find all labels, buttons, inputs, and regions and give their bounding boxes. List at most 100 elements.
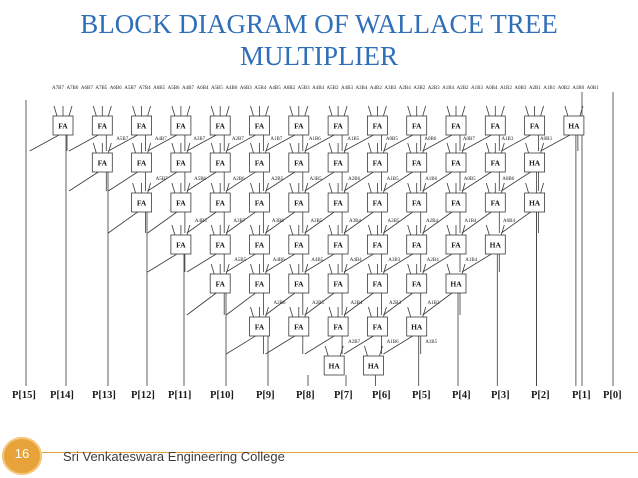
full-adder: FA [209,234,231,255]
full-adder: FA [445,115,467,136]
full-adder: FA [406,273,428,294]
output-label: P[2] [531,390,550,401]
adder-label: FA [137,122,147,131]
input-label: A0B3 [514,86,526,91]
full-adder: FA [170,152,192,173]
full-adder: FA [327,152,349,173]
full-adder: FA [170,234,192,255]
half-adder: HA [323,355,345,376]
adder-label: FA [255,159,265,168]
output-label: P[5] [412,390,431,401]
input-label: A0B1 [587,86,599,91]
partial-product-label: A2B6 [233,177,245,182]
partial-product-label: A1B4 [465,258,477,263]
full-adder: FA [366,273,388,294]
output-label: P[8] [296,390,315,401]
partial-product-label: A2B7 [348,340,360,345]
partial-product-label: A3B4 [349,219,361,224]
input-label: A6B7 [81,86,93,91]
partial-product-label: A4B7 [155,137,167,142]
adder-label: FA [412,280,422,289]
partial-product-label: A1B6 [309,137,321,142]
partial-product-label: A3B7 [233,219,245,224]
adder-label: HA [568,122,580,131]
partial-product-label: A4B4 [350,258,362,263]
partial-product-label: A3B7 [193,137,205,142]
adder-label: FA [451,241,461,250]
half-adder: HA [445,273,467,294]
input-label: A4B3 [341,86,353,91]
full-adder: FA [524,115,545,136]
partial-product-label: A3B6 [272,219,284,224]
input-label: A1B0 [572,86,584,91]
input-label: A0B2 [558,86,570,91]
full-adder: FA [406,115,428,136]
half-adder: HA [484,234,506,255]
adder-label: FA [137,199,147,208]
output-label: P[0] [603,390,622,401]
adder-label: FA [412,241,422,250]
wiring [25,92,614,386]
adder-label: FA [255,199,265,208]
input-label: A4B2 [370,86,382,91]
adder-label: HA [450,280,462,289]
adder-label: FA [451,199,461,208]
partial-product-label: A0B7 [463,137,475,142]
adder-label: FA [333,159,343,168]
full-adder: FA [406,152,428,173]
output-label: P[10] [210,390,234,401]
full-adder: FA [445,152,467,173]
page-number-badge: 16 [2,437,42,475]
input-label: A7B5 [95,86,107,91]
full-adder: FA [445,234,467,255]
adder-label: FA [255,280,265,289]
adder-label: FA [215,199,225,208]
adder-label: FA [137,159,147,168]
partial-product-label: A2B5 [312,301,324,306]
adder-label: FA [451,159,461,168]
partial-product-label: A1B6 [387,340,399,345]
full-adder: FA [249,234,270,255]
adder-label: FA [333,280,343,289]
full-adder: FA [249,192,270,213]
partial-product-label: A5B7 [116,137,128,142]
full-adder: FA [91,152,113,173]
full-adder: FA [170,115,192,136]
full-adder: FA [131,152,153,173]
adder-label: FA [412,122,422,131]
title-line-2: MULTIPLIER [239,41,398,71]
adder-label: FA [176,122,186,131]
full-adder: FA [288,316,310,337]
adder-label: FA [294,122,304,131]
full-adder: FA [327,316,349,337]
partial-product-label: A0B6 [424,137,436,142]
adder-label: FA [176,241,186,250]
output-label: P[12] [131,390,155,401]
partial-product-label: A2B6 [348,177,360,182]
input-label: A7B4 [139,86,151,91]
input-label: A5B6 [168,86,180,91]
input-label: A4B6 [225,86,237,91]
full-adder: FA [406,234,428,255]
adder-label: FA [255,122,265,131]
input-label: A7B6 [66,86,78,91]
full-adder: FA [209,273,231,294]
input-label: A5B4 [254,86,266,91]
input-label: A1B4 [442,86,454,91]
footer-college-name: Sri Venkateswara Engineering College [63,449,285,464]
full-adder: FA [91,115,113,136]
input-label: A4B7 [182,86,194,91]
full-adder: FA [366,316,388,337]
adder-label: FA [294,241,304,250]
full-adder: FA [366,234,388,255]
partial-product-label: A4B6 [273,258,285,263]
full-adder: FA [52,115,74,136]
partial-product-label: A0B6 [502,177,514,182]
partial-product-label: A3B5 [310,177,322,182]
partial-product-label: A5B5 [234,258,246,263]
half-adder: HA [524,152,545,173]
adder-label: FA [373,199,383,208]
adder-label: FA [98,122,108,131]
partial-product-label: A1B4 [464,219,476,224]
